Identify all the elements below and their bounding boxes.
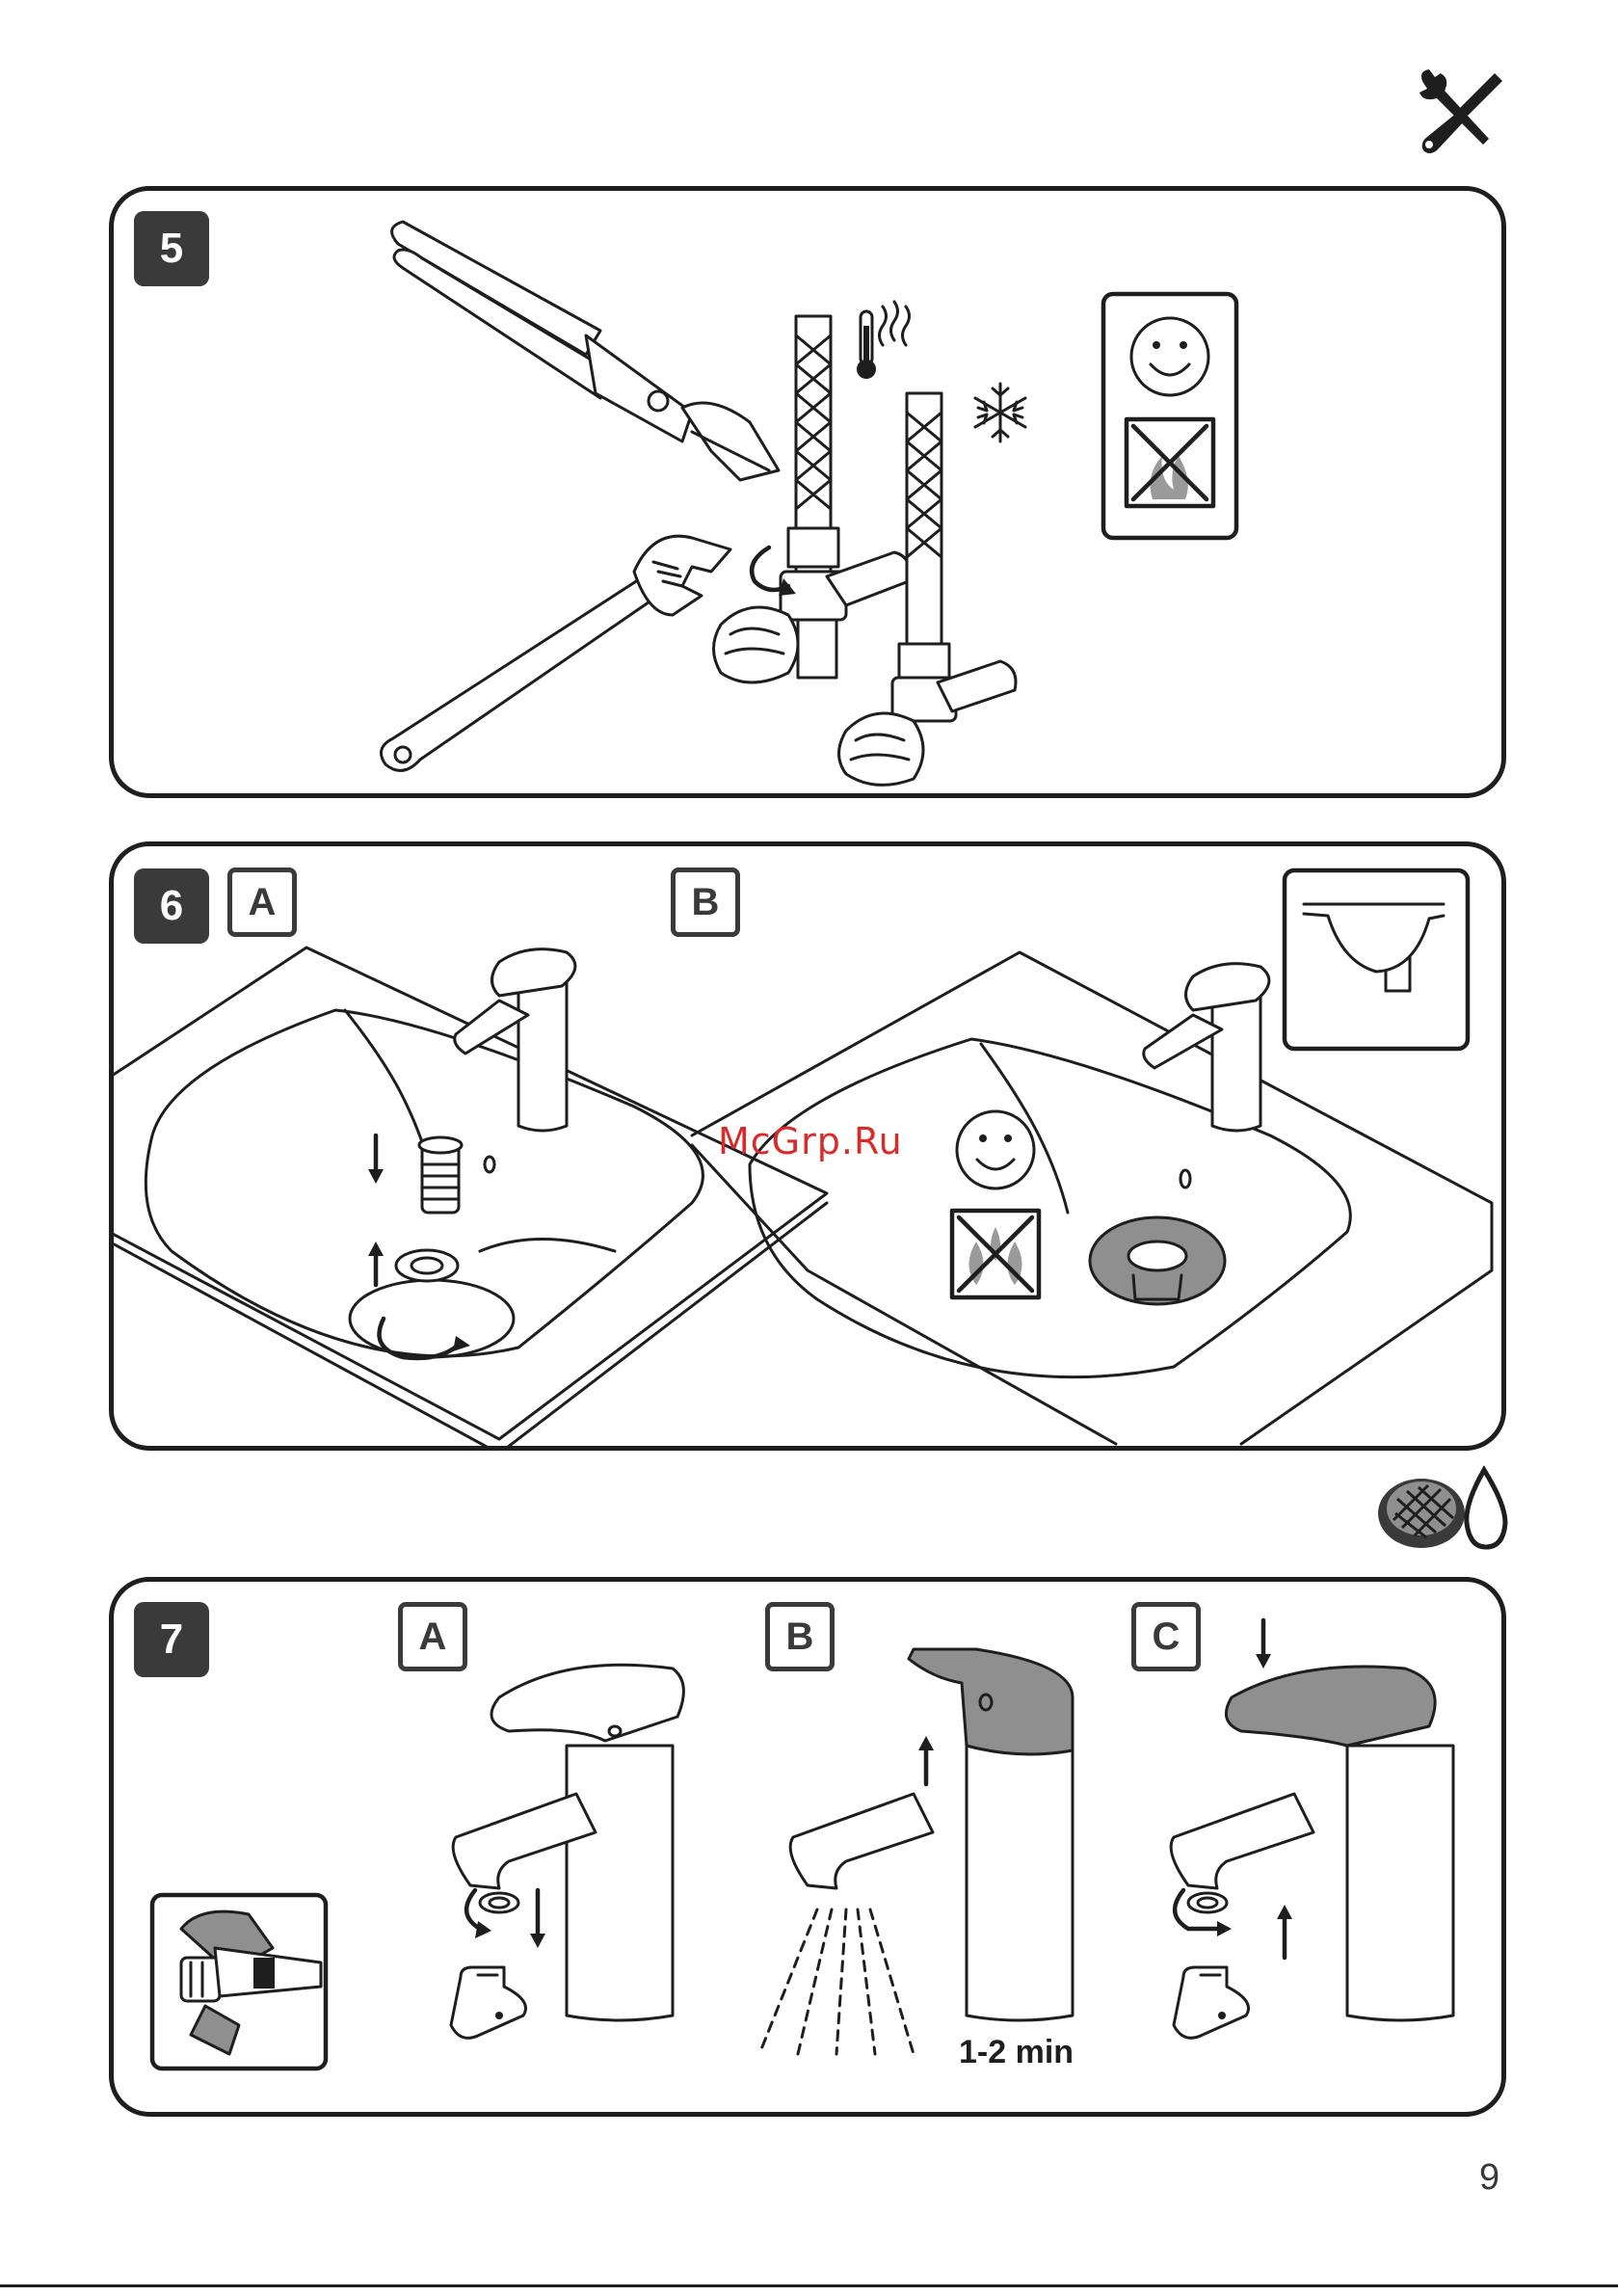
step-6-option-b: B bbox=[671, 868, 740, 937]
approval-box bbox=[1103, 294, 1236, 538]
smiley-icon bbox=[957, 1111, 1034, 1188]
step-7-option-b: B bbox=[765, 1602, 835, 1671]
step-5-panel: 5 bbox=[109, 186, 1506, 798]
faucet-c bbox=[1171, 1620, 1453, 2038]
step-6-option-a: A bbox=[227, 868, 297, 937]
thermometer-hot-icon bbox=[857, 302, 910, 379]
tools-icon bbox=[1412, 66, 1508, 162]
no-water-drops-icon bbox=[952, 1211, 1039, 1297]
sink-a bbox=[114, 948, 827, 1446]
step-5-illustration bbox=[114, 191, 1501, 793]
sink-b bbox=[692, 952, 1492, 1444]
step-7-panel: 7 A B C bbox=[109, 1577, 1506, 2117]
page-number: 9 bbox=[1479, 2157, 1499, 2199]
aerator-clean-icon bbox=[1368, 1460, 1513, 1557]
watermark: McGrp.Ru bbox=[718, 1120, 903, 1162]
hot-valve bbox=[714, 316, 911, 682]
sink-cross-section-icon bbox=[1285, 870, 1468, 1049]
wrench-icon bbox=[152, 1895, 326, 2069]
snowflake-icon bbox=[975, 384, 1025, 441]
step-7-option-a: A bbox=[398, 1602, 467, 1671]
no-flame-icon bbox=[1127, 419, 1213, 506]
step-7-option-c: C bbox=[1131, 1602, 1201, 1671]
step-5-badge: 5 bbox=[134, 211, 209, 286]
step-7-badge: 7 bbox=[134, 1602, 209, 1677]
faucet-a bbox=[451, 1665, 683, 2038]
pliers-icon bbox=[392, 222, 779, 480]
smiley-icon bbox=[1131, 318, 1208, 395]
wrench-icon bbox=[382, 536, 731, 770]
bottom-rule bbox=[0, 2284, 1618, 2287]
faucet-b bbox=[759, 1649, 1073, 2054]
flush-duration-label: 1-2 min bbox=[959, 2034, 1074, 2071]
step-6-badge: 6 bbox=[134, 868, 209, 944]
